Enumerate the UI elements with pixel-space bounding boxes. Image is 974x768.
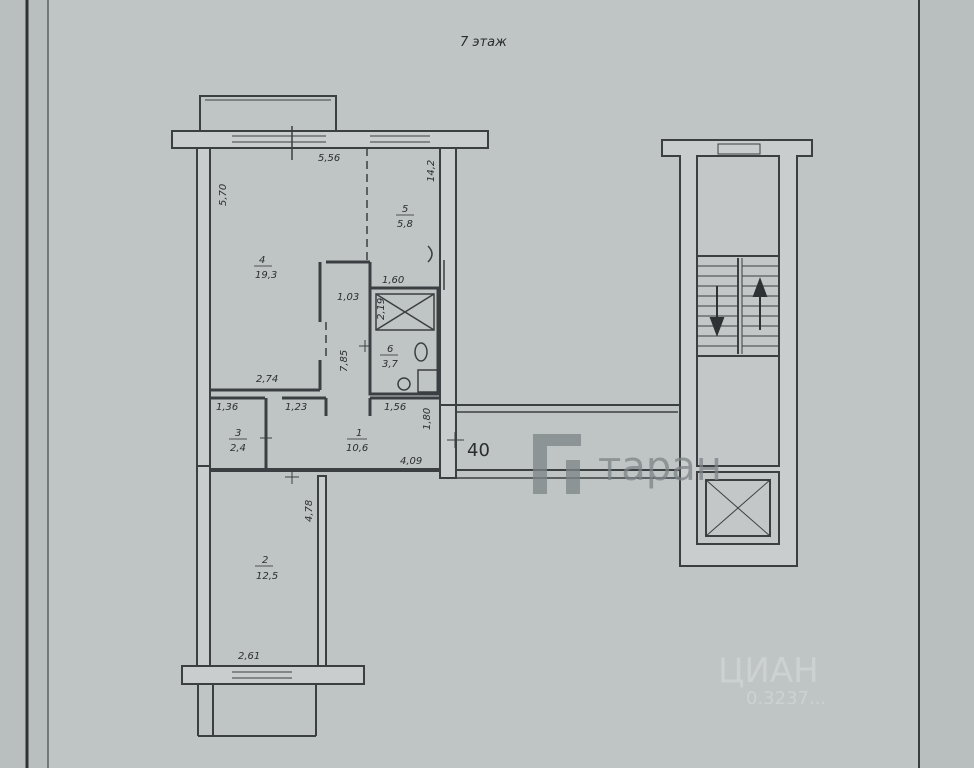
interior-walls [210,260,680,479]
room-3-area: 2,4 [230,443,246,454]
dim-409: 4,09 [400,456,422,467]
floor-title: 7 этаж [460,35,507,50]
room-labels: 4 19,3 5 5,8 6 3,7 3 2,4 1 10,6 2 12,5 [229,204,414,582]
dim-570: 5,70 [218,184,229,206]
dimension-ticks [260,340,464,484]
dimension-labels: 5,56 14,2 5,70 1,60 1,03 2,19 7,85 2,74 … [216,153,437,662]
room-2-area: 12,5 [256,571,278,582]
dim-556: 5,56 [318,153,340,164]
arrow-up-icon [752,277,768,297]
bathroom-fixtures [375,245,445,393]
dim-136: 1,36 [216,402,238,413]
cian-site-text: ЦИАН [718,651,819,691]
sink [397,377,411,391]
room-1-number: 1 [356,428,362,439]
dim-785: 7,85 [339,350,350,372]
room-5-number: 5 [402,204,408,215]
room-4-area: 19,3 [255,270,277,281]
shower-box [375,293,435,331]
room-3-number: 3 [235,428,241,439]
bottom-wall [181,665,365,685]
dim-219: 2,19 [376,298,387,320]
dashed-partitions [325,148,368,360]
stairwell [661,139,813,567]
kitchen-sink [427,245,433,263]
room2-right-wall [317,475,327,667]
dim-261: 2,61 [238,651,260,662]
windows [232,126,430,679]
corridor-label: 40 [467,440,490,461]
taran-brand-text: таран [598,444,722,490]
left-wall-upper [196,147,211,467]
apartment-walls [171,95,489,737]
top-wall [171,130,489,149]
cian-watermark: ЦИАН 0.3237... [718,651,826,709]
dim-103: 1,03 [337,292,359,303]
arrow-down-icon [709,317,725,337]
room-6-number: 6 [387,344,393,355]
room-2-number: 2 [262,555,268,566]
dim-156: 1,56 [384,402,406,413]
room-6-area: 3,7 [382,359,399,370]
room-1-area: 10,6 [346,443,368,454]
room-5-area: 5,8 [397,219,413,230]
toilet [414,342,428,362]
dim-160: 1,60 [382,275,404,286]
cian-code-text: 0.3237... [746,688,826,709]
left-wall-lower [196,465,211,667]
room-4-number: 4 [259,255,265,266]
dim-274: 2,74 [256,374,278,385]
right-wall-upper [439,147,457,479]
stair-arrows [709,277,768,337]
dim-123: 1,23 [285,402,307,413]
taran-watermark: таран [533,434,722,494]
dim-142: 14,2 [426,160,437,182]
bath-cabinet [417,369,439,393]
dim-180: 1,80 [422,408,433,430]
dim-478: 4,78 [304,500,315,522]
